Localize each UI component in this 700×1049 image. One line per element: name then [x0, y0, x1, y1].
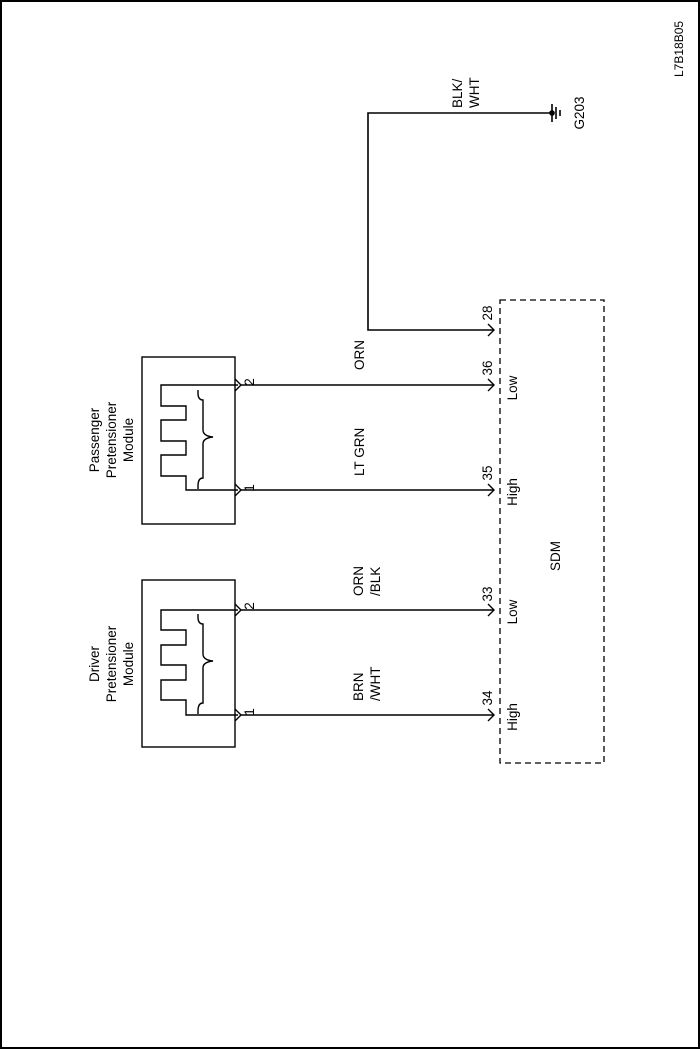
sdm-pin-35: 35 — [480, 465, 495, 480]
ground-label: G203 — [572, 96, 587, 129]
wire-passenger-low-color: ORN — [352, 340, 367, 370]
driver-squib-symbol — [160, 609, 238, 716]
wire-passenger-high: LT GRN — [234, 428, 495, 497]
wire-driver-high-color-1: BRN — [351, 672, 366, 701]
wire-ground: BLK/ WHT — [367, 77, 551, 337]
passenger-pin-1-label: 1 — [242, 484, 257, 492]
sdm-pin-35-function: High — [505, 478, 520, 506]
passenger-module-title-2: Pretensioner — [104, 401, 119, 478]
sdm-pin-34: 34 — [480, 690, 495, 706]
sdm-pin-34-function: High — [505, 703, 520, 731]
driver-module-box — [141, 579, 236, 748]
driver-module-title-1: Driver — [87, 645, 102, 682]
sdm-pin-36-function: Low — [505, 375, 520, 400]
passenger-brace-symbol — [197, 390, 214, 489]
ground-g203: G203 — [549, 96, 587, 130]
wire-ground-color-1: BLK/ — [450, 78, 465, 108]
wire-ground-color-2: WHT — [467, 77, 482, 108]
passenger-squib-symbol — [160, 384, 238, 491]
sdm-label: SDM — [548, 541, 563, 571]
driver-pin-2-label: 2 — [242, 602, 257, 610]
driver-module-title-2: Pretensioner — [104, 625, 119, 702]
driver-pin-1-label: 1 — [242, 708, 257, 716]
wire-driver-high-color-2: /WHT — [368, 667, 383, 702]
sdm-pin-36: 36 — [480, 360, 495, 375]
driver-brace-symbol — [197, 614, 214, 714]
sdm-pin-33: 33 — [480, 586, 495, 601]
wire-passenger-high-color: LT GRN — [352, 428, 367, 476]
sdm-box — [499, 299, 605, 764]
passenger-module-box — [141, 356, 236, 525]
passenger-module-title-3: Module — [121, 418, 136, 462]
wire-driver-low: ORN /BLK — [234, 566, 495, 617]
figure-id: L7B18B05 — [672, 21, 686, 77]
sdm-pin-33-function: Low — [505, 599, 520, 624]
driver-module-title-3: Module — [121, 642, 136, 686]
wire-driver-low-color-1: ORN — [351, 566, 366, 596]
passenger-pretensioner-module: Passenger Pretensioner Module 2 1 — [87, 356, 257, 525]
wire-passenger-low: ORN — [234, 340, 495, 392]
wire-driver-low-color-2: /BLK — [368, 567, 383, 596]
sdm-pin-28: 28 — [480, 305, 495, 320]
wire-driver-high: BRN /WHT — [234, 667, 495, 722]
passenger-pin-2-label: 2 — [242, 378, 257, 386]
driver-pretensioner-module: Driver Pretensioner Module 2 1 — [87, 579, 257, 748]
passenger-module-title-1: Passenger — [87, 407, 102, 472]
